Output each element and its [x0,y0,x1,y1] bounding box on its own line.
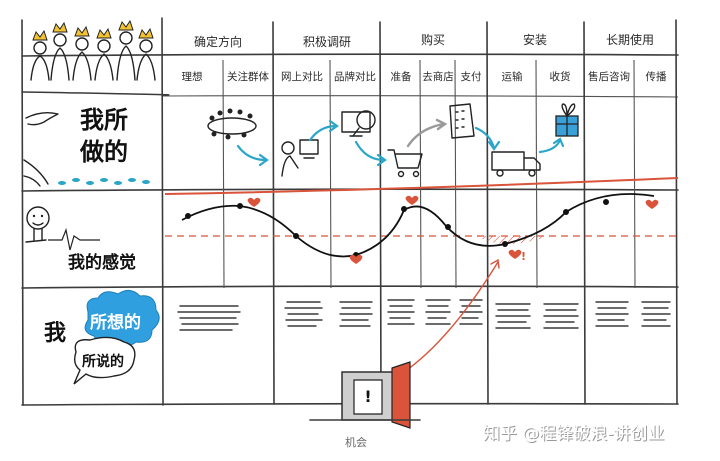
stage-title-1: 确定方向 [194,34,242,49]
crowned-person-icon [72,25,92,81]
exclamation-mark: ! [521,250,526,263]
substep-label: 支付 [461,70,482,83]
delivery-truck-icon [491,151,541,177]
opportunity-arrow [403,258,500,373]
stage-title-5: 长期使用 [606,32,654,47]
crowned-person-icon [30,29,50,81]
thinking-face-icon [25,206,50,243]
heart-icons [247,195,659,264]
substep-label: 关注群体 [227,70,269,83]
broken-heart-icon [349,254,363,264]
stage-title-4: 安装 [523,32,547,47]
substep-label: 售后咨询 [588,70,630,83]
shopping-cart-icon [387,149,423,178]
speech-bubble [73,336,136,385]
opportunity-door-icon: ! [341,361,411,429]
flow-arrow [474,126,501,151]
stage-substeps: 理想 关注群体 网上对比 品牌对比 准备 去商店 支付 运输 收货 售后咨询 传… [182,70,667,83]
note-lines [177,299,671,331]
saying-label: 所说的 [82,353,124,370]
opportunity-label: 机会 [345,435,367,449]
feeling-label: 我的感觉 [68,252,136,273]
stage-title-3: 购买 [421,32,445,47]
substep-label: 理想 [182,70,203,83]
heart-icon [405,195,419,205]
me-label: 我 [44,321,66,346]
broken-heart-icon [508,249,522,259]
watermark: 知乎 @程锋破浪-讲创业 [483,424,665,444]
substep-label: 网上对比 [281,70,323,83]
substep-label: 品牌对比 [334,70,376,83]
watermark-shadow: 知乎 @程锋破浪-讲创业 [484,425,666,445]
thinking-label: 所想的 [90,312,141,333]
walking-legs-icon [23,159,49,187]
gray-flow-arrow [406,118,448,148]
feeling-row-label: 我的感觉 [25,206,136,273]
gift-box-icon [555,103,579,137]
flow-arrow [308,119,339,142]
crowned-person-icon [50,21,70,81]
heart-icon [645,199,659,209]
doing-row-label: 我所 做的 [23,106,150,187]
substep-label: 准备 [391,70,412,83]
stage-headers: 确定方向 积极调研 购买 安装 长期使用 [194,32,654,49]
flow-arrow [538,137,565,154]
crowned-person-icon [116,19,136,81]
meeting-table-icon [207,108,257,140]
substep-label: 运输 [502,70,523,83]
person-at-computer-icon [281,139,319,177]
crowned-person-icon [136,27,156,81]
heart-icon [247,197,261,207]
baseline-line [164,177,679,195]
flow-arrow [354,140,387,167]
substep-label: 去商店 [422,70,454,83]
stage-title-2: 积极调研 [303,35,351,49]
doing-label-line2: 做的 [79,138,128,166]
pointing-hand-icon [25,111,59,126]
doing-label-line1: 我所 [80,106,128,134]
monitor-magnifier-icon [341,110,376,137]
flow-arrow [236,144,269,167]
emotion-dip-hatch [476,236,548,244]
exclamation-mark: ! [364,387,371,406]
store-building-icon [449,103,475,139]
heartbeat-line [48,227,100,251]
thinking-row-label: 所想的 我 所说的 [44,290,160,385]
substep-label: 收货 [550,70,571,83]
grid-lines [21,17,679,406]
footprints-icon [58,178,150,185]
substep-label: 传播 [646,70,667,83]
crowd-illustration [30,19,156,81]
doing-illustrations [207,103,579,178]
crowned-person-icon [94,27,114,81]
emotion-points [185,199,609,258]
